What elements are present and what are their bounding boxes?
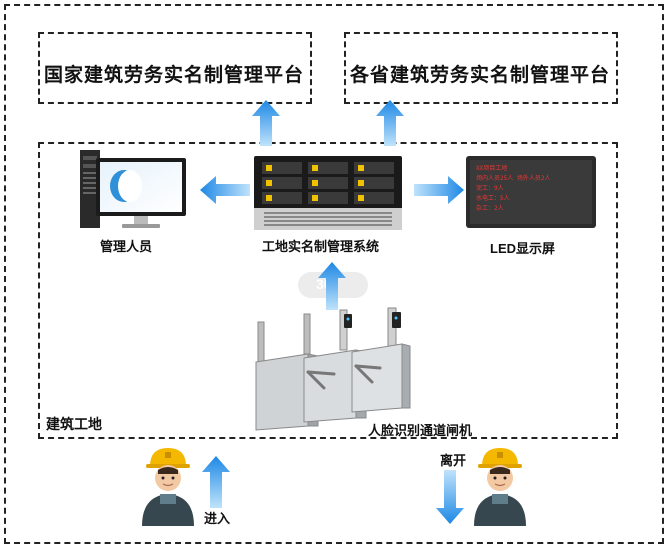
led-screen-icon: XX项目工地 场内人员25人 场外人员2人 泥工：9人 水电工：5人 杂工：2人: [466, 156, 596, 228]
arrow-left-admin: [200, 176, 250, 204]
led-label: LED显示屏: [490, 241, 556, 256]
arrow-up-enter: [202, 456, 230, 508]
arrow-up-national: [252, 100, 280, 146]
provincial-platform-box: [344, 32, 618, 104]
arrow-down-exit: [436, 470, 464, 524]
provincial-platform-title: 各省建筑劳务实名制管理平台: [350, 65, 611, 86]
face-recognition-gate-icon: [255, 307, 411, 431]
arrow-right-led: [414, 176, 464, 204]
enter-label: 进入: [204, 511, 231, 526]
construction-site-label: 建筑工地: [46, 416, 102, 432]
arrow-up-gate: [318, 262, 346, 310]
led-line-2: 场内人员25人 场外人员2人: [476, 174, 550, 182]
admin-label: 管理人员: [100, 239, 153, 254]
national-platform-title: 国家建筑劳务实名制管理平台: [44, 65, 305, 86]
server-icon: [254, 156, 402, 230]
arrow-up-provincial: [376, 100, 404, 146]
gate-label: 人脸识别通道闸机: [368, 423, 473, 438]
system-label: 工地实名制管理系统: [262, 239, 380, 254]
construction-site-box: [38, 142, 618, 439]
worker-entering-icon: [142, 448, 194, 526]
worker-exiting-icon: [474, 448, 526, 526]
led-line-3: 泥工：9人: [476, 184, 504, 192]
led-line-4: 水电工：5人: [476, 194, 510, 202]
national-platform-box: [38, 32, 312, 104]
led-line-1: XX项目工地: [476, 164, 507, 172]
admin-computer-icon: [80, 150, 186, 228]
exit-label: 离开: [440, 453, 467, 468]
led-line-5: 杂工：2人: [476, 205, 504, 212]
